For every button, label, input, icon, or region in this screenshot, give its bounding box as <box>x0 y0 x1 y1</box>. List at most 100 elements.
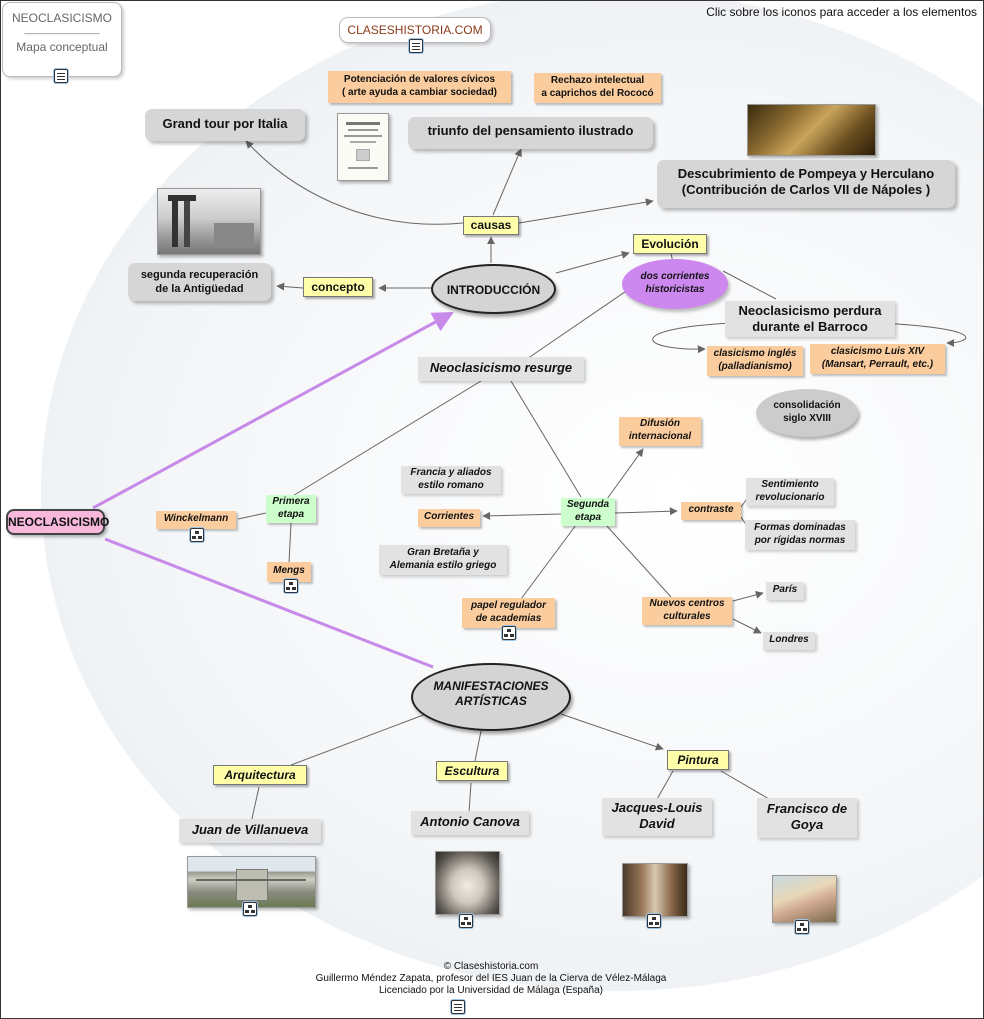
node-clasicismo-luis-line2: (Mansart, Perrault, etc.) <box>821 358 934 370</box>
node-pompeya-line1: Descubrimiento de Pompeya y Herculano <box>677 166 935 181</box>
node-dos-corrientes-line2: historicistas <box>645 283 705 295</box>
prado-museum-image[interactable] <box>187 856 316 908</box>
title-box-subtitle: Mapa conceptual <box>16 40 108 54</box>
node-david-line2: David <box>639 816 675 832</box>
link-causas-pompeya <box>518 198 654 224</box>
node-manifestaciones: MANIFESTACIONES ARTÍSTICAS <box>411 663 571 731</box>
node-gran-bretana-line2: Alemania estilo griego <box>389 559 497 571</box>
document-icon[interactable] <box>409 39 423 53</box>
link-neo-intro <box>92 311 454 510</box>
link-resurge-segunda <box>510 380 582 498</box>
node-segunda-etapa-line1: Segunda <box>566 499 610 510</box>
concept-map-icon[interactable] <box>190 528 204 542</box>
node-pintura: Pintura <box>667 750 729 770</box>
node-contraste: contraste <box>681 502 741 520</box>
node-introduccion: INTRODUCCIÓN <box>431 264 556 314</box>
node-evolucion: Evolución <box>633 234 707 254</box>
node-rechazo-line1: Rechazo intelectual <box>550 75 645 86</box>
concept-map-icon[interactable] <box>459 914 473 928</box>
link-resurge-primera <box>290 380 482 498</box>
node-gran-bretana-line1: Gran Bretaña y <box>407 547 479 558</box>
node-triunfo: triunfo del pensamiento ilustrado <box>408 117 653 149</box>
title-box-divider: _______________ <box>24 24 100 34</box>
node-arquitectura: Arquitectura <box>213 765 307 785</box>
node-sentimiento-line1: Sentimiento <box>761 479 819 490</box>
node-consolidacion-line2: siglo XVIII <box>783 412 831 424</box>
link-perdura-luis <box>880 322 967 347</box>
node-francia-line1: Francia y aliados <box>410 467 492 478</box>
link-causas-triunfo <box>492 148 522 216</box>
node-concepto: concepto <box>303 277 373 297</box>
node-corrientes: Corrientes <box>418 509 480 527</box>
node-sentimiento: Sentimiento revolucionario <box>746 478 834 506</box>
node-consolidacion-line1: consolidación <box>773 400 841 411</box>
node-causas: causas <box>463 216 519 235</box>
link-escultura-canova <box>468 782 472 814</box>
node-goya: Francisco de Goya <box>757 798 857 838</box>
concept-map-icon[interactable] <box>284 579 298 593</box>
pompeya-image[interactable] <box>747 104 876 156</box>
node-primera-etapa: Primera etapa <box>266 495 316 523</box>
link-manif-arquitectura <box>290 713 427 766</box>
node-neoclasicismo: NEOCLASICISMO <box>6 509 109 535</box>
node-clasicismo-ingles: clasicismo inglés (palladianismo) <box>707 346 803 376</box>
encyclopedie-image[interactable] <box>337 113 389 181</box>
node-formas: Formas dominadas por rígidas normas <box>745 520 855 550</box>
link-perdura-ingles <box>652 322 732 354</box>
link-segunda-papel <box>520 524 577 600</box>
document-icon[interactable] <box>54 69 68 83</box>
node-goya-line1: Francisco de <box>766 801 848 816</box>
document-icon[interactable] <box>451 1000 465 1014</box>
goya-painting-image[interactable] <box>772 875 837 923</box>
node-papel-regulador-line2: de academias <box>475 612 542 624</box>
node-nuevos-centros-line2: culturales <box>663 610 711 622</box>
link-segunda-nuevos <box>605 524 672 598</box>
node-escultura: Escultura <box>436 761 508 781</box>
node-goya-line2: Goya <box>790 817 824 833</box>
david-painting-image[interactable] <box>622 863 688 917</box>
node-francia: Francia y aliados estilo romano <box>401 466 501 494</box>
node-mengs: Mengs <box>267 562 311 582</box>
link-segunda-contraste <box>614 507 678 516</box>
link-corrientes-perdura <box>722 270 777 300</box>
node-papel-regulador-line1: papel regulador <box>470 600 546 611</box>
node-primera-etapa-line2: etapa <box>277 508 305 520</box>
footer: © Claseshistoria.com Guillermo Méndez Za… <box>201 961 781 997</box>
node-grand-tour: Grand tour por Italia <box>145 109 305 141</box>
node-difusion-line2: internacional <box>628 430 692 442</box>
link-pintura-goya <box>720 770 770 800</box>
node-consolidacion: consolidación siglo XVIII <box>756 389 858 437</box>
node-papel-regulador: papel regulador de academias <box>462 598 555 628</box>
node-londres: Londres <box>763 632 815 650</box>
node-rechazo: Rechazo intelectual a caprichos del Roco… <box>534 73 661 103</box>
site-link[interactable]: CLASESHISTORIA.COM <box>339 17 491 43</box>
node-perdura: Neoclasicismo perdura durante el Barroco <box>725 301 895 337</box>
concept-map-icon[interactable] <box>647 914 661 928</box>
node-paris: París <box>766 582 804 600</box>
node-pompeya-line2: (Contribución de Carlos VII de Nápoles ) <box>681 182 931 198</box>
node-dos-corrientes: dos corrientes historicistas <box>622 259 728 309</box>
concept-map-icon[interactable] <box>243 902 257 916</box>
node-gran-bretana: Gran Bretaña y Alemania estilo griego <box>379 545 507 575</box>
concept-map-icon[interactable] <box>502 626 516 640</box>
node-clasicismo-ingles-line1: clasicismo inglés <box>713 348 797 359</box>
concept-map-icon[interactable] <box>795 920 809 934</box>
canova-sculpture-image[interactable] <box>435 851 500 915</box>
node-david-line1: Jacques-Louis <box>611 800 703 815</box>
node-segunda-etapa-line2: etapa <box>574 511 602 523</box>
node-difusion-line1: Difusión <box>640 418 680 429</box>
piranesi-image[interactable] <box>157 188 261 255</box>
node-villanueva: Juan de Villanueva <box>179 819 321 843</box>
link-arquitectura-villanueva <box>250 786 260 824</box>
link-neo-manif <box>104 537 434 669</box>
node-formas-line1: Formas dominadas <box>754 522 846 533</box>
node-potenciacion: Potenciación de valores cívicos ( arte a… <box>328 71 511 103</box>
node-potenciacion-line2: ( arte ayuda a cambiar sociedad) <box>341 86 498 98</box>
link-nuevos-paris <box>732 590 764 602</box>
title-box: NEOCLASICISMO _______________ Mapa conce… <box>2 2 122 77</box>
link-intro-evolucion <box>555 251 630 274</box>
node-manifestaciones-line1: MANIFESTACIONES <box>433 679 549 693</box>
title-box-title: NEOCLASICISMO <box>11 11 113 25</box>
